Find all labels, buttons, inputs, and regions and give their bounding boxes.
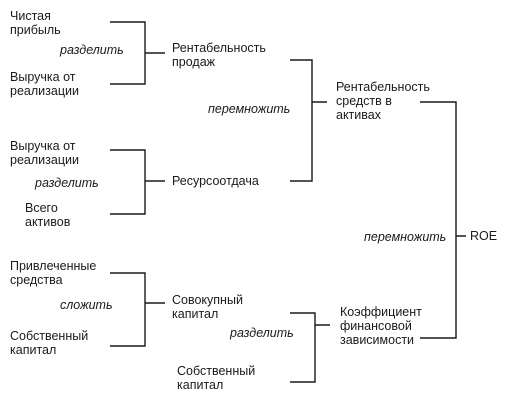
op-multiply-1: перемножить — [208, 102, 291, 116]
node-sales-profitability: Рентабельность продаж — [172, 41, 266, 69]
node-net-profit: Чистая прибыль — [10, 9, 61, 37]
node-total-capital: Совокупный капитал — [172, 293, 243, 321]
node-roe: ROE — [470, 229, 498, 243]
node-revenue-2: Выручка от реализации — [10, 139, 79, 167]
node-asset-turnover: Ресурсоотдача — [172, 174, 259, 188]
connector-return-on-assets — [290, 59, 327, 182]
op-divide-2: разделить — [35, 176, 99, 190]
op-divide-1: разделить — [60, 43, 124, 57]
node-financial-dependence: Коэффициент финансовой зависимости — [340, 305, 422, 347]
connector-financial-dependence — [290, 312, 330, 383]
node-return-on-assets: Рентабельность средств в активах — [336, 80, 430, 122]
node-borrowed-funds: Привлеченные средства — [10, 259, 97, 287]
connector-total-capital — [110, 272, 165, 347]
node-revenue-1: Выручка от реализации — [10, 70, 79, 98]
node-own-capital-2: Собственный капитал — [177, 364, 256, 392]
connector-roe — [420, 101, 466, 339]
op-add: сложить — [60, 298, 113, 312]
op-multiply-2: перемножить — [364, 230, 447, 244]
node-total-assets: Всего активов — [25, 201, 71, 229]
op-divide-3: разделить — [230, 326, 294, 340]
connector-sales-profitability — [110, 21, 165, 85]
connector-asset-turnover — [110, 149, 165, 215]
node-own-capital-1: Собственный капитал — [10, 329, 89, 357]
